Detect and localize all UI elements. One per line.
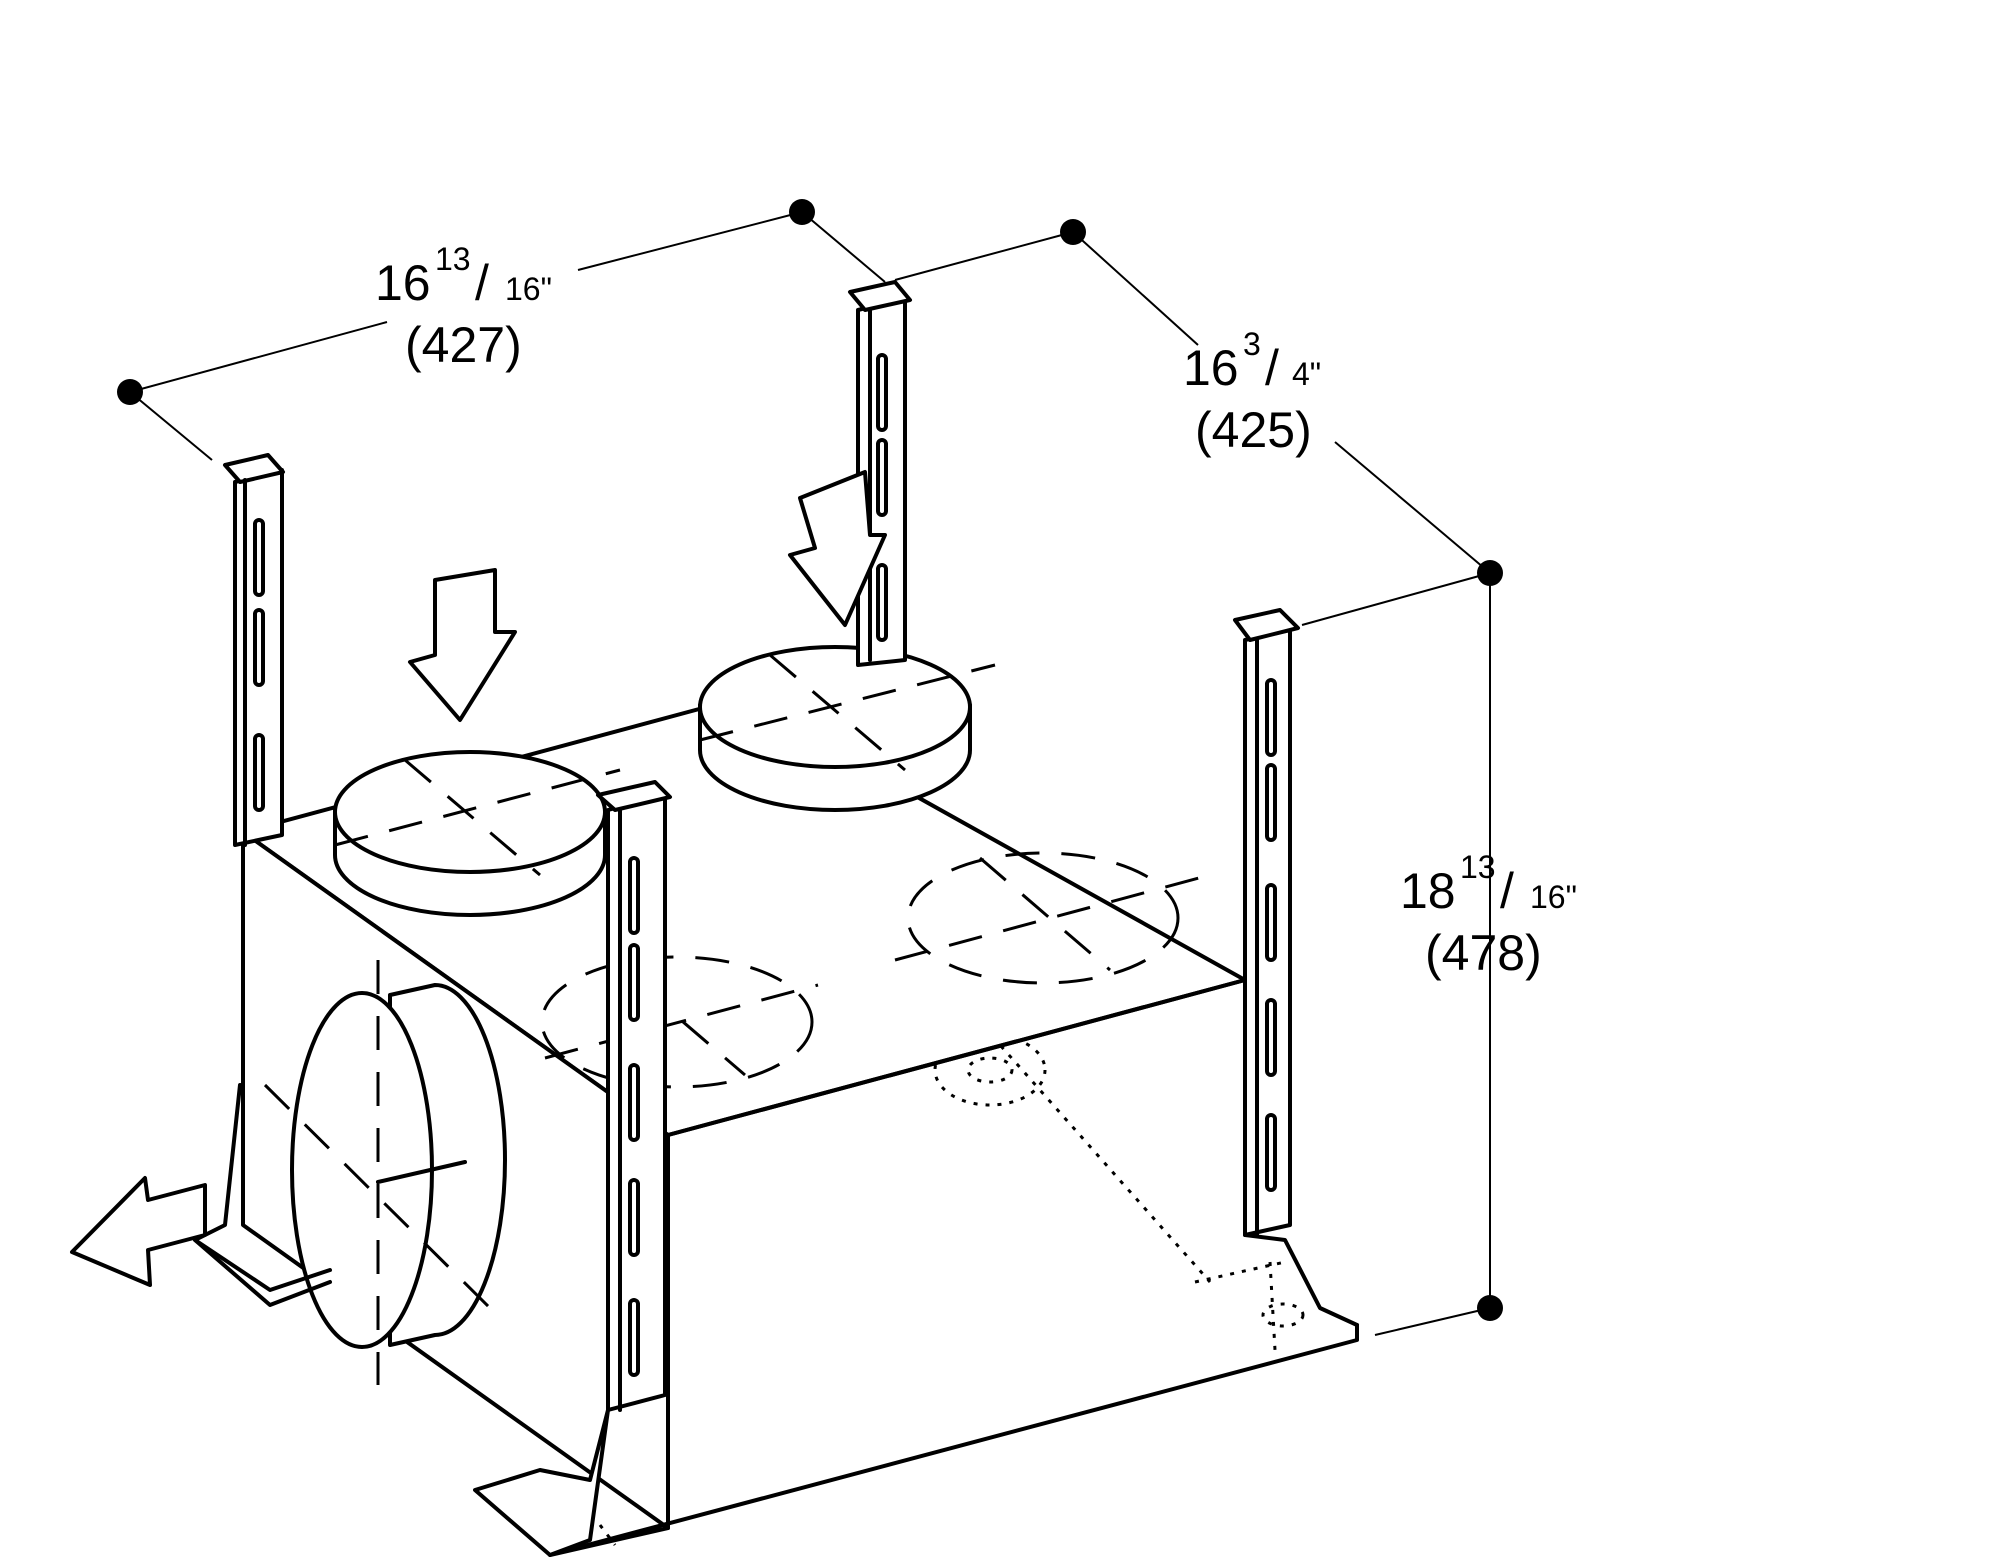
dimension-point	[789, 199, 815, 225]
arrow-down-right-icon	[788, 470, 887, 627]
svg-text:/: /	[1265, 340, 1279, 396]
dimension-lines	[117, 199, 1503, 1336]
depth-den: 4"	[1292, 356, 1321, 392]
depth-num: 3	[1243, 326, 1261, 362]
bracket-back-left	[193, 453, 332, 1307]
height-metric: (478)	[1425, 925, 1542, 981]
dimension-point	[1060, 219, 1086, 245]
width-num: 13	[435, 241, 471, 277]
depth-metric: (425)	[1195, 402, 1312, 458]
svg-text:/: /	[1500, 863, 1514, 919]
airflow-arrows	[70, 470, 887, 1287]
dimension-point	[117, 379, 143, 405]
arrow-down-left-icon	[408, 568, 517, 722]
dimension-label-depth: 16 3 / 4" (425)	[1183, 326, 1321, 458]
height-den: 16"	[1530, 879, 1577, 915]
dimension-point	[1477, 1295, 1503, 1321]
height-num: 13	[1460, 849, 1496, 885]
depth-whole: 16	[1183, 340, 1239, 396]
height-whole: 18	[1400, 863, 1456, 919]
svg-text:/: /	[475, 255, 489, 311]
width-metric: (427)	[405, 317, 522, 373]
width-den: 16"	[505, 271, 552, 307]
bracket-front-middle	[473, 780, 672, 1557]
mounting-brackets	[193, 280, 1300, 1557]
top-duct-collar-left	[333, 750, 621, 917]
bracket-front-right	[1233, 608, 1300, 1237]
dimension-point	[1477, 560, 1503, 586]
arrow-left-icon	[70, 1176, 207, 1287]
width-whole: 16	[375, 255, 431, 311]
dimension-label-height: 18 13 / 16" (478)	[1400, 849, 1577, 981]
top-duct-collar-right	[698, 645, 996, 812]
dimension-label-width: 16 13 / 16" (427)	[375, 241, 552, 373]
side-duct-outlet	[263, 960, 507, 1385]
